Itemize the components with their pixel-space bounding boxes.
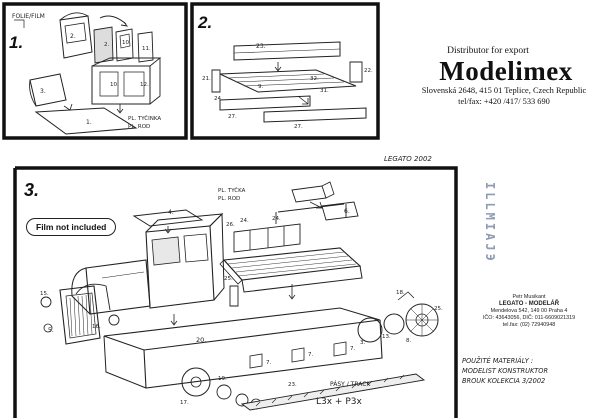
step-1-part-label: 3.	[40, 88, 46, 95]
distributor-phone: tel/fax: +420 /417/ 533 690	[458, 97, 550, 106]
step-1-part-label: 11.	[142, 46, 151, 52]
legato-credit: Petr Musikant LEGATO - MODELÁŘ Mendelova…	[474, 294, 584, 329]
step-1-number: 1.	[9, 33, 23, 52]
materials-note-line: BROUK KOLEKCIA 3/2002	[462, 377, 546, 385]
step-3-part-label: 19.	[218, 376, 227, 382]
step-1-note: PL. TYČINKA	[128, 115, 161, 122]
step-2-part-label: 21.	[202, 76, 211, 82]
credit-company: LEGATO - MODELÁŘ	[498, 301, 560, 307]
step-3-part-label: 5.	[48, 327, 54, 334]
assembly-step-2-panel: 2. 23. 21. 22. 31. 32. 24. 27. 27. 9.	[190, 0, 382, 144]
step-3-part-label: 7.	[308, 352, 313, 358]
step-3-note: PL. TYČKA	[218, 187, 246, 194]
step-1-part-label: 2.	[104, 42, 109, 48]
materials-note-line: MODELIST KONSTRUKTOR	[462, 367, 549, 375]
step-3-part-label: 24.	[240, 218, 249, 224]
track-label: PÁSY / TRACK	[330, 381, 371, 388]
assembly-step-3-panel: 3.	[10, 160, 462, 420]
step-3-part-label: 13.	[382, 334, 391, 340]
step-3-part-label: 23.	[288, 382, 297, 388]
distributor-brand: Modelimex	[439, 56, 573, 86]
credit-person: Petr Musikant	[512, 294, 546, 300]
step-3-part-label: 6.	[344, 208, 350, 215]
step-2-number: 2.	[197, 13, 212, 32]
step-2-part-label: 32.	[310, 76, 319, 82]
step-2-part-label: 23.	[256, 43, 266, 50]
step-3-part-label: 7.	[266, 360, 271, 366]
step-3-part-label: 16.	[92, 324, 101, 330]
step-1-drawing: 1. FOLIE/FILM 2. 3. 1. 10. 11. 12. 2.	[2, 2, 188, 140]
step-3-note: PL. ROD	[218, 196, 240, 202]
film-not-included-badge: Film not included	[26, 218, 117, 236]
step-3-part-label: 17.	[180, 400, 189, 406]
step-3-part-label: 15.	[40, 291, 49, 297]
legato-date-note: LEGATO 2002	[384, 155, 432, 163]
step-1-part-label: 10.	[110, 82, 119, 88]
step-3-part-label: 20.	[196, 336, 206, 344]
step-3-part-label: 7.	[350, 346, 355, 352]
step-2-part-label: 27.	[228, 114, 237, 120]
step-2-part-label: 22.	[364, 68, 373, 74]
step-2-part-label: 24.	[214, 96, 223, 102]
distributor-heading: Distributor for export	[447, 46, 529, 56]
step-1-part-label: 1.	[86, 119, 92, 126]
credit-ids: IČO: 43643056, DIČ: 011-6609021319	[482, 315, 576, 321]
materials-note-line: POUŽITÉ MATERIÁLY :	[462, 357, 534, 365]
step-3-part-label: 3.	[360, 340, 365, 346]
distributor-address: Slovenská 2648, 415 01 Teplice, Czech Re…	[421, 86, 587, 95]
step-3-part-label: 25.	[224, 276, 233, 282]
step-1-part-label: 10.	[122, 40, 131, 46]
step-2-part-label: 27.	[294, 124, 303, 130]
step-3-part-label: 8.	[406, 338, 411, 344]
step-3-number: 3.	[24, 180, 39, 200]
step-1-part-label: 12.	[140, 82, 149, 88]
step-2-part-label: 9.	[258, 84, 263, 90]
step-3-part-label: 26.	[226, 222, 235, 228]
credit-address: Mendelova 542, 149 00 Praha 4	[490, 308, 568, 314]
step-2-drawing: 2. 23. 21. 22. 31. 32. 24. 27. 27. 9.	[190, 2, 380, 140]
step-2-part-label: 31.	[320, 88, 329, 94]
step-3-part-label: 18.	[396, 290, 405, 296]
step-1-note: PL. ROD	[128, 124, 150, 130]
step-3-drawing: 3.	[13, 166, 458, 418]
materials-note: POUŽITÉ MATERIÁLY : MODELIST KONSTRUKTOR…	[462, 356, 548, 386]
side-stamp: ILLMIAJЭ	[483, 182, 497, 264]
step-3-part-label: 25.	[434, 306, 443, 312]
step-3-part-label: 24.	[272, 216, 281, 222]
foil-label: FOLIE/FILM	[12, 13, 45, 20]
step-3-part-label: 4.	[168, 209, 174, 216]
assembly-step-1-panel: 1. FOLIE/FILM 2. 3. 1. 10. 11. 12. 2.	[0, 0, 190, 144]
track-quantity-note: L3x + P3x	[316, 397, 362, 407]
credit-phone: tel.fax: (02) 72940948	[502, 322, 556, 328]
step-1-part-label: 2.	[70, 33, 76, 40]
